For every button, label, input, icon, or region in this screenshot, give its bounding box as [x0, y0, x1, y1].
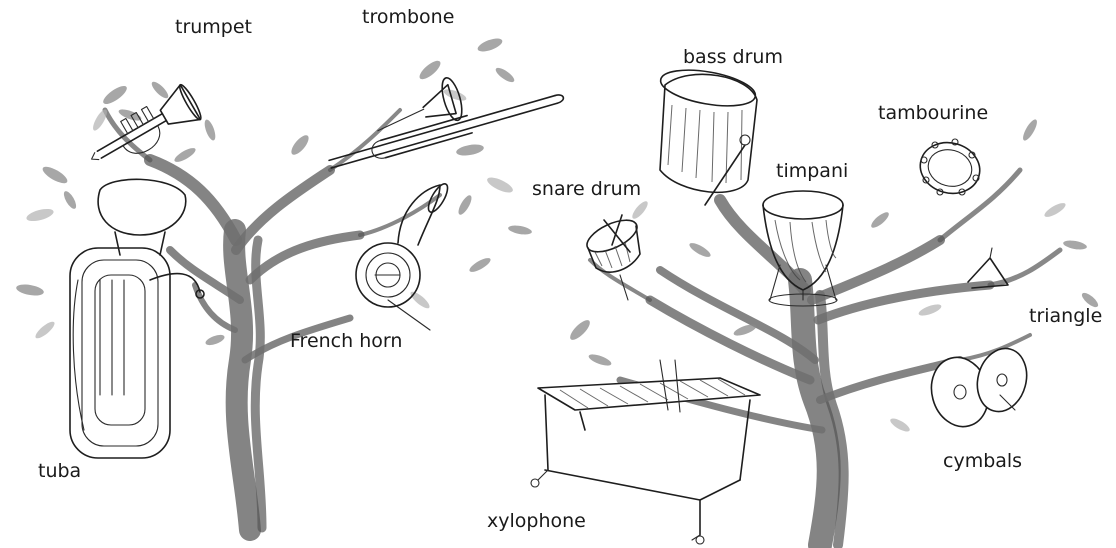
- label-french-horn: French horn: [290, 332, 402, 351]
- label-xylophone: xylophone: [487, 512, 586, 531]
- label-cymbals: cymbals: [943, 452, 1022, 471]
- trumpet-drawing: [82, 83, 204, 177]
- french-horn-drawing: [356, 181, 451, 330]
- label-tambourine: tambourine: [878, 104, 988, 123]
- label-timpani: timpani: [776, 162, 848, 181]
- label-tuba: tuba: [38, 462, 81, 481]
- label-triangle: triangle: [1029, 307, 1102, 326]
- label-snare-drum: snare drum: [532, 180, 641, 199]
- tambourine-drawing: [915, 136, 986, 200]
- snare-drum-drawing: [582, 214, 641, 300]
- tuba-drawing: [70, 179, 204, 458]
- bass-drum-drawing: [658, 64, 758, 205]
- label-bass-drum: bass drum: [683, 48, 783, 67]
- label-trumpet: trumpet: [175, 18, 252, 37]
- label-trombone: trombone: [362, 8, 454, 27]
